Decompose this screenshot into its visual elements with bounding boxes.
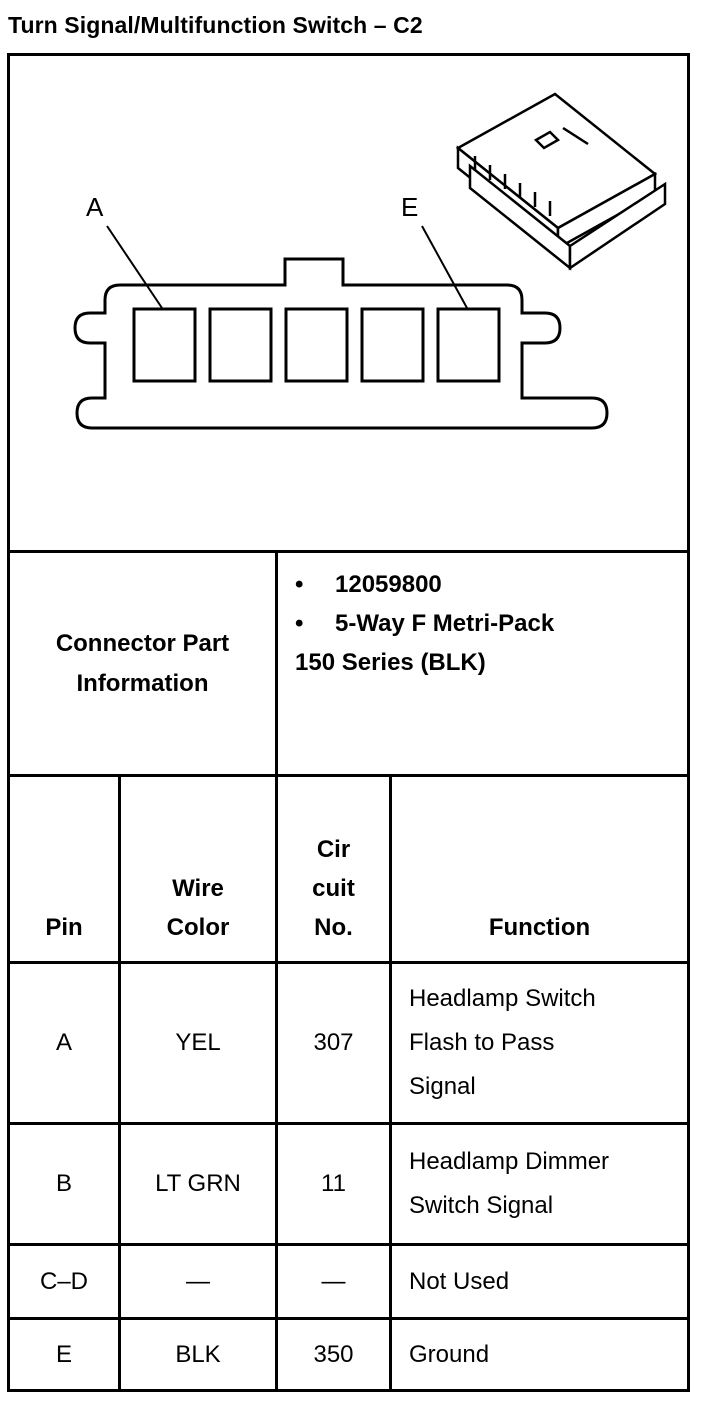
table-row-pin: A	[55, 1029, 72, 1056]
header-circuit-text: No.	[314, 914, 353, 941]
cavity-c	[284, 307, 349, 383]
header-function-text: Function	[488, 914, 591, 941]
divider	[10, 550, 687, 553]
divider	[10, 961, 687, 964]
function-line: Headlamp Switch	[409, 985, 596, 1012]
cavity-e	[436, 307, 501, 383]
table-row-function: Not Used	[392, 1246, 687, 1317]
bullet-icon: •	[295, 571, 304, 598]
table-row-function: Headlamp Switch Flash to Pass Signal	[392, 964, 687, 1122]
function-line: Headlamp Dimmer	[409, 1148, 610, 1175]
divider	[10, 1317, 687, 1320]
connector-info-label-line: Connector Part	[55, 629, 230, 657]
pin-label-e: E	[401, 192, 418, 222]
table-row-circuit: 307	[313, 1029, 354, 1056]
connector-type: 5-Way F Metri-Pack	[335, 610, 555, 637]
cavity-b	[208, 307, 273, 383]
connector-info-value: • 12059800 • 5-Way F Metri-Pack 150 Seri…	[278, 553, 687, 774]
divider	[10, 1122, 687, 1125]
bullet-icon: •	[295, 610, 304, 637]
table-row-wire: —	[186, 1267, 210, 1295]
connector-info-label: Connector Part Information	[10, 553, 275, 774]
function-line: Switch Signal	[409, 1192, 554, 1219]
table-row-circuit: 350	[313, 1340, 354, 1368]
cavity-a	[132, 307, 197, 383]
connector-face-illustration: A E	[73, 92, 667, 430]
function-line: Flash to Pass	[409, 1029, 555, 1056]
header-wire-color-text: Wire	[172, 875, 224, 902]
table-row-wire: BLK	[175, 1340, 221, 1368]
table-row-wire: YEL	[175, 1029, 221, 1056]
connector-3d-icon	[455, 92, 667, 271]
function-line: Not Used	[409, 1267, 510, 1295]
table-row-function: Ground	[392, 1320, 687, 1389]
header-function: Function	[392, 777, 687, 961]
table-row-pin: B	[55, 1170, 72, 1197]
table-row-function: Headlamp Dimmer Switch Signal	[392, 1125, 687, 1243]
page-title: Turn Signal/Multifunction Switch – C2	[8, 12, 423, 38]
part-number-item: • 12059800	[295, 565, 687, 604]
table-row-circuit: 11	[321, 1170, 346, 1197]
function-line: Ground	[409, 1340, 490, 1368]
header-wire-color: Wire Color	[121, 777, 275, 961]
divider	[389, 777, 392, 1389]
connector-series: 150 Series (BLK)	[295, 649, 486, 676]
header-wire-color-text: Color	[166, 914, 230, 941]
cavity-d	[360, 307, 425, 383]
leader-line-a	[106, 225, 163, 309]
header-circuit-text: Cir	[316, 836, 351, 863]
connector-face-outline	[73, 257, 609, 430]
header-pin: Pin	[10, 777, 118, 961]
header-circuit-text: cuit	[312, 875, 355, 902]
connector-type-item: • 5-Way F Metri-Pack	[295, 604, 687, 643]
connector-diagram: A E	[10, 56, 687, 550]
part-number: 12059800	[335, 571, 442, 598]
leader-line-e	[421, 225, 468, 309]
connector-info-label-line: Information	[76, 669, 209, 697]
header-circuit: Cir cuit No.	[278, 777, 389, 961]
function-line: Signal	[409, 1073, 476, 1100]
table-row-circuit: —	[321, 1267, 346, 1295]
divider	[275, 777, 278, 1389]
header-pin-text: Pin	[45, 914, 83, 941]
table-row-pin: C–D	[39, 1267, 88, 1295]
divider	[118, 777, 121, 1389]
divider	[275, 553, 278, 774]
divider	[10, 774, 687, 777]
table-row-pin: E	[55, 1340, 72, 1368]
pin-label-a: A	[86, 192, 104, 222]
table-row-wire: LT GRN	[155, 1170, 241, 1197]
connector-table: A E Connector Part Information • 1205980…	[7, 53, 690, 1392]
divider	[10, 1243, 687, 1246]
